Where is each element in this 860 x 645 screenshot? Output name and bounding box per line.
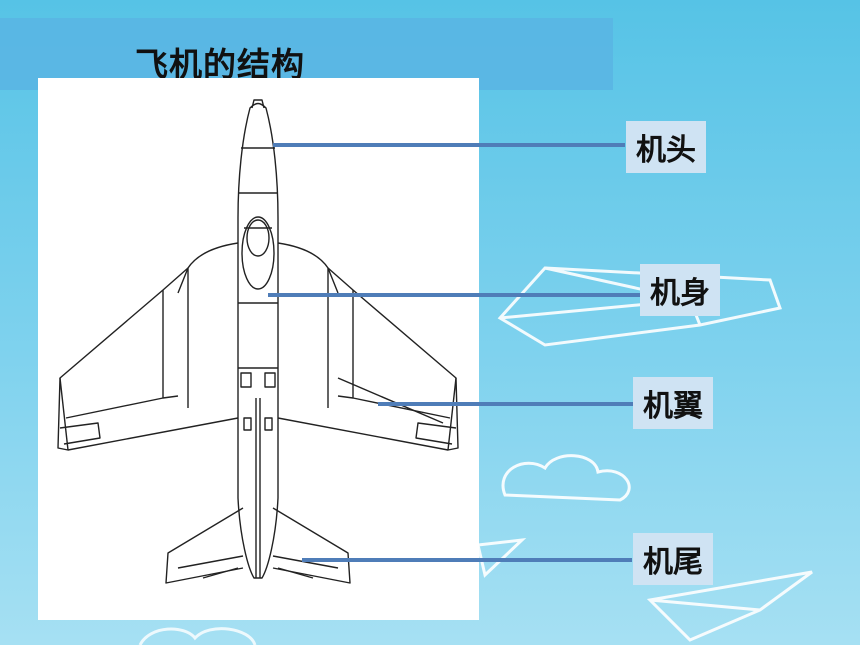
label-nose: 机头: [626, 121, 706, 173]
cockpit-canopy: [241, 216, 275, 290]
right-tailplane: [272, 507, 351, 584]
nose-leader-line: [273, 143, 625, 147]
diagram-panel: [38, 78, 479, 620]
left-wing: [57, 267, 239, 451]
fuselage-outline: [237, 102, 279, 579]
right-wing: [277, 267, 459, 451]
label-fuselage: 机身: [640, 264, 720, 316]
wing-leader-line: [378, 402, 633, 406]
label-tail: 机尾: [633, 533, 713, 585]
label-wing: 机翼: [633, 377, 713, 429]
nose-tip: [251, 99, 265, 109]
airplane-drawing: [57, 99, 459, 584]
fuselage-leader-line: [268, 293, 640, 297]
left-tailplane: [165, 507, 244, 584]
tail-leader-line: [302, 558, 632, 562]
cloud-decoration: [501, 454, 631, 502]
page-title: 飞机的结构: [135, 45, 305, 84]
bottom-cloud-decoration: [138, 627, 257, 645]
